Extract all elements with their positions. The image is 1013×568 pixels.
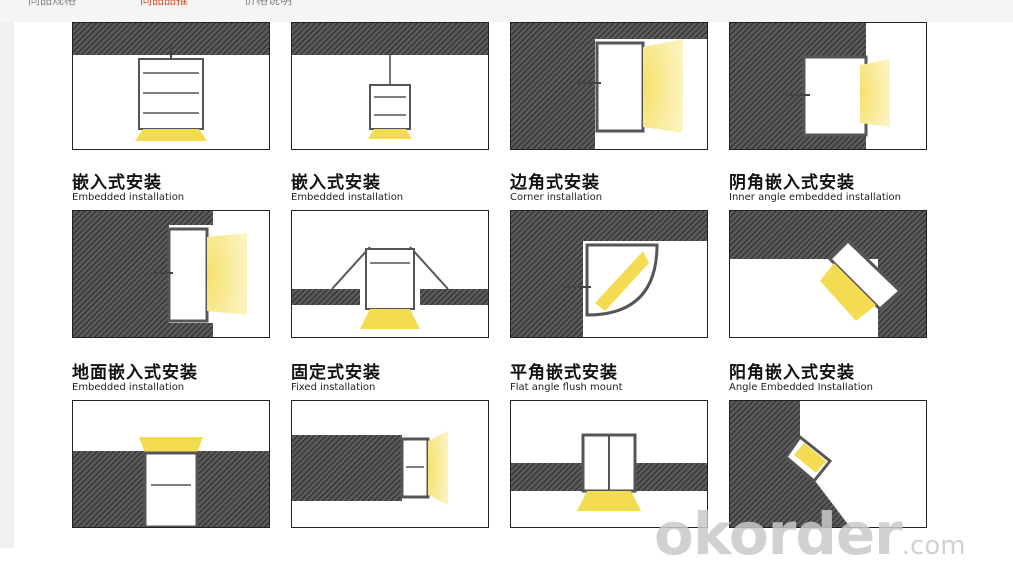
diagram-title-zh: 边角式安装 [510, 173, 600, 193]
diagram-title-zh: 平角嵌式安装 [510, 363, 618, 383]
tab-label[interactable]: 价格说明 [244, 0, 293, 7]
diagram-title-en: Inner angle embedded installation [729, 192, 901, 203]
diagram-title-en: Angle Embedded Installation [729, 382, 873, 393]
diagram-title-zh: 嵌入式安装 [72, 173, 162, 193]
tab-label-active[interactable]: 同品品推 [140, 0, 189, 7]
diagram-fixed [291, 400, 489, 528]
diagram-corner-1 [510, 22, 708, 150]
diagram-title-en: Embedded installation [72, 382, 185, 393]
diagram-title-zh: 阴角嵌入式安装 [729, 173, 855, 193]
diagram-embedded-2 [291, 22, 489, 150]
watermark-brand: okorder [654, 500, 903, 568]
diagram-corner-3 [510, 210, 708, 338]
diagram-floor-embedded [72, 400, 270, 528]
left-margin [0, 22, 14, 548]
installation-diagrams-page: 嵌入式安装 Embedded installation 嵌入式安装 Embedd… [14, 22, 1013, 568]
diagram-title-en: Fixed installation [291, 382, 376, 393]
diagram-title-en: Flat angle flush mount [510, 382, 623, 393]
diagram-embedded-1 [72, 22, 270, 150]
diagram-inner-angle-2 [729, 210, 927, 338]
tab-label[interactable]: 同品规格 [28, 0, 77, 7]
top-tab-bar: 同品规格 同品品推 价格说明 [0, 0, 1013, 23]
diagram-title-zh: 阳角嵌入式安装 [729, 363, 855, 383]
diagram-title-en: Embedded installation [72, 192, 185, 203]
brand-watermark: okorder.com [654, 500, 966, 568]
diagram-flat-angle [510, 400, 708, 528]
diagram-embedded-3 [291, 210, 489, 338]
diagram-title-en: Corner installation [510, 192, 603, 203]
diagram-title-zh: 嵌入式安装 [291, 173, 381, 193]
diagram-corner-2 [72, 210, 270, 338]
diagram-inner-angle [729, 22, 927, 150]
diagram-angle-embedded [729, 400, 927, 528]
watermark-suffix: .com [901, 531, 966, 561]
diagram-title-en: Embedded installation [291, 192, 404, 203]
diagram-title-zh: 固定式安装 [291, 363, 381, 383]
diagram-title-zh: 地面嵌入式安装 [72, 363, 198, 383]
